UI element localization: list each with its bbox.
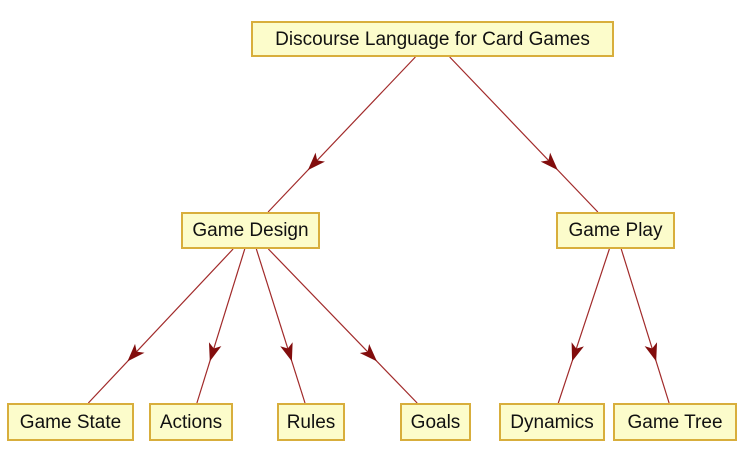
edge-game-design-goals [267, 248, 418, 404]
node-game-play: Game Play [556, 212, 675, 249]
node-game-state: Game State [7, 403, 134, 441]
edge-game-design-game-state [87, 248, 234, 404]
arrowhead-icon [540, 152, 558, 171]
edge-root-game-design [267, 56, 416, 213]
edge-root-game-play [449, 56, 599, 213]
edge-game-play-dynamics [557, 248, 610, 404]
node-dynamics: Dynamics [499, 403, 605, 441]
arrowhead-icon [571, 342, 584, 362]
edge-game-design-actions [196, 248, 246, 404]
node-rules: Rules [277, 403, 345, 441]
arrowhead-icon [280, 342, 293, 362]
edge-game-design-rules [255, 248, 306, 404]
node-game-design: Game Design [181, 212, 320, 249]
node-discourse-language-for-card-games: Discourse Language for Card Games [251, 21, 614, 57]
node-game-tree: Game Tree [613, 403, 737, 441]
arrowhead-icon [644, 342, 658, 362]
arrowhead-icon [208, 342, 222, 362]
arrowhead-icon [127, 343, 145, 362]
arrowhead-icon [359, 343, 377, 362]
node-actions: Actions [149, 403, 233, 441]
node-goals: Goals [400, 403, 471, 441]
edge-game-play-game-tree [620, 248, 670, 404]
arrowhead-icon [307, 152, 325, 171]
